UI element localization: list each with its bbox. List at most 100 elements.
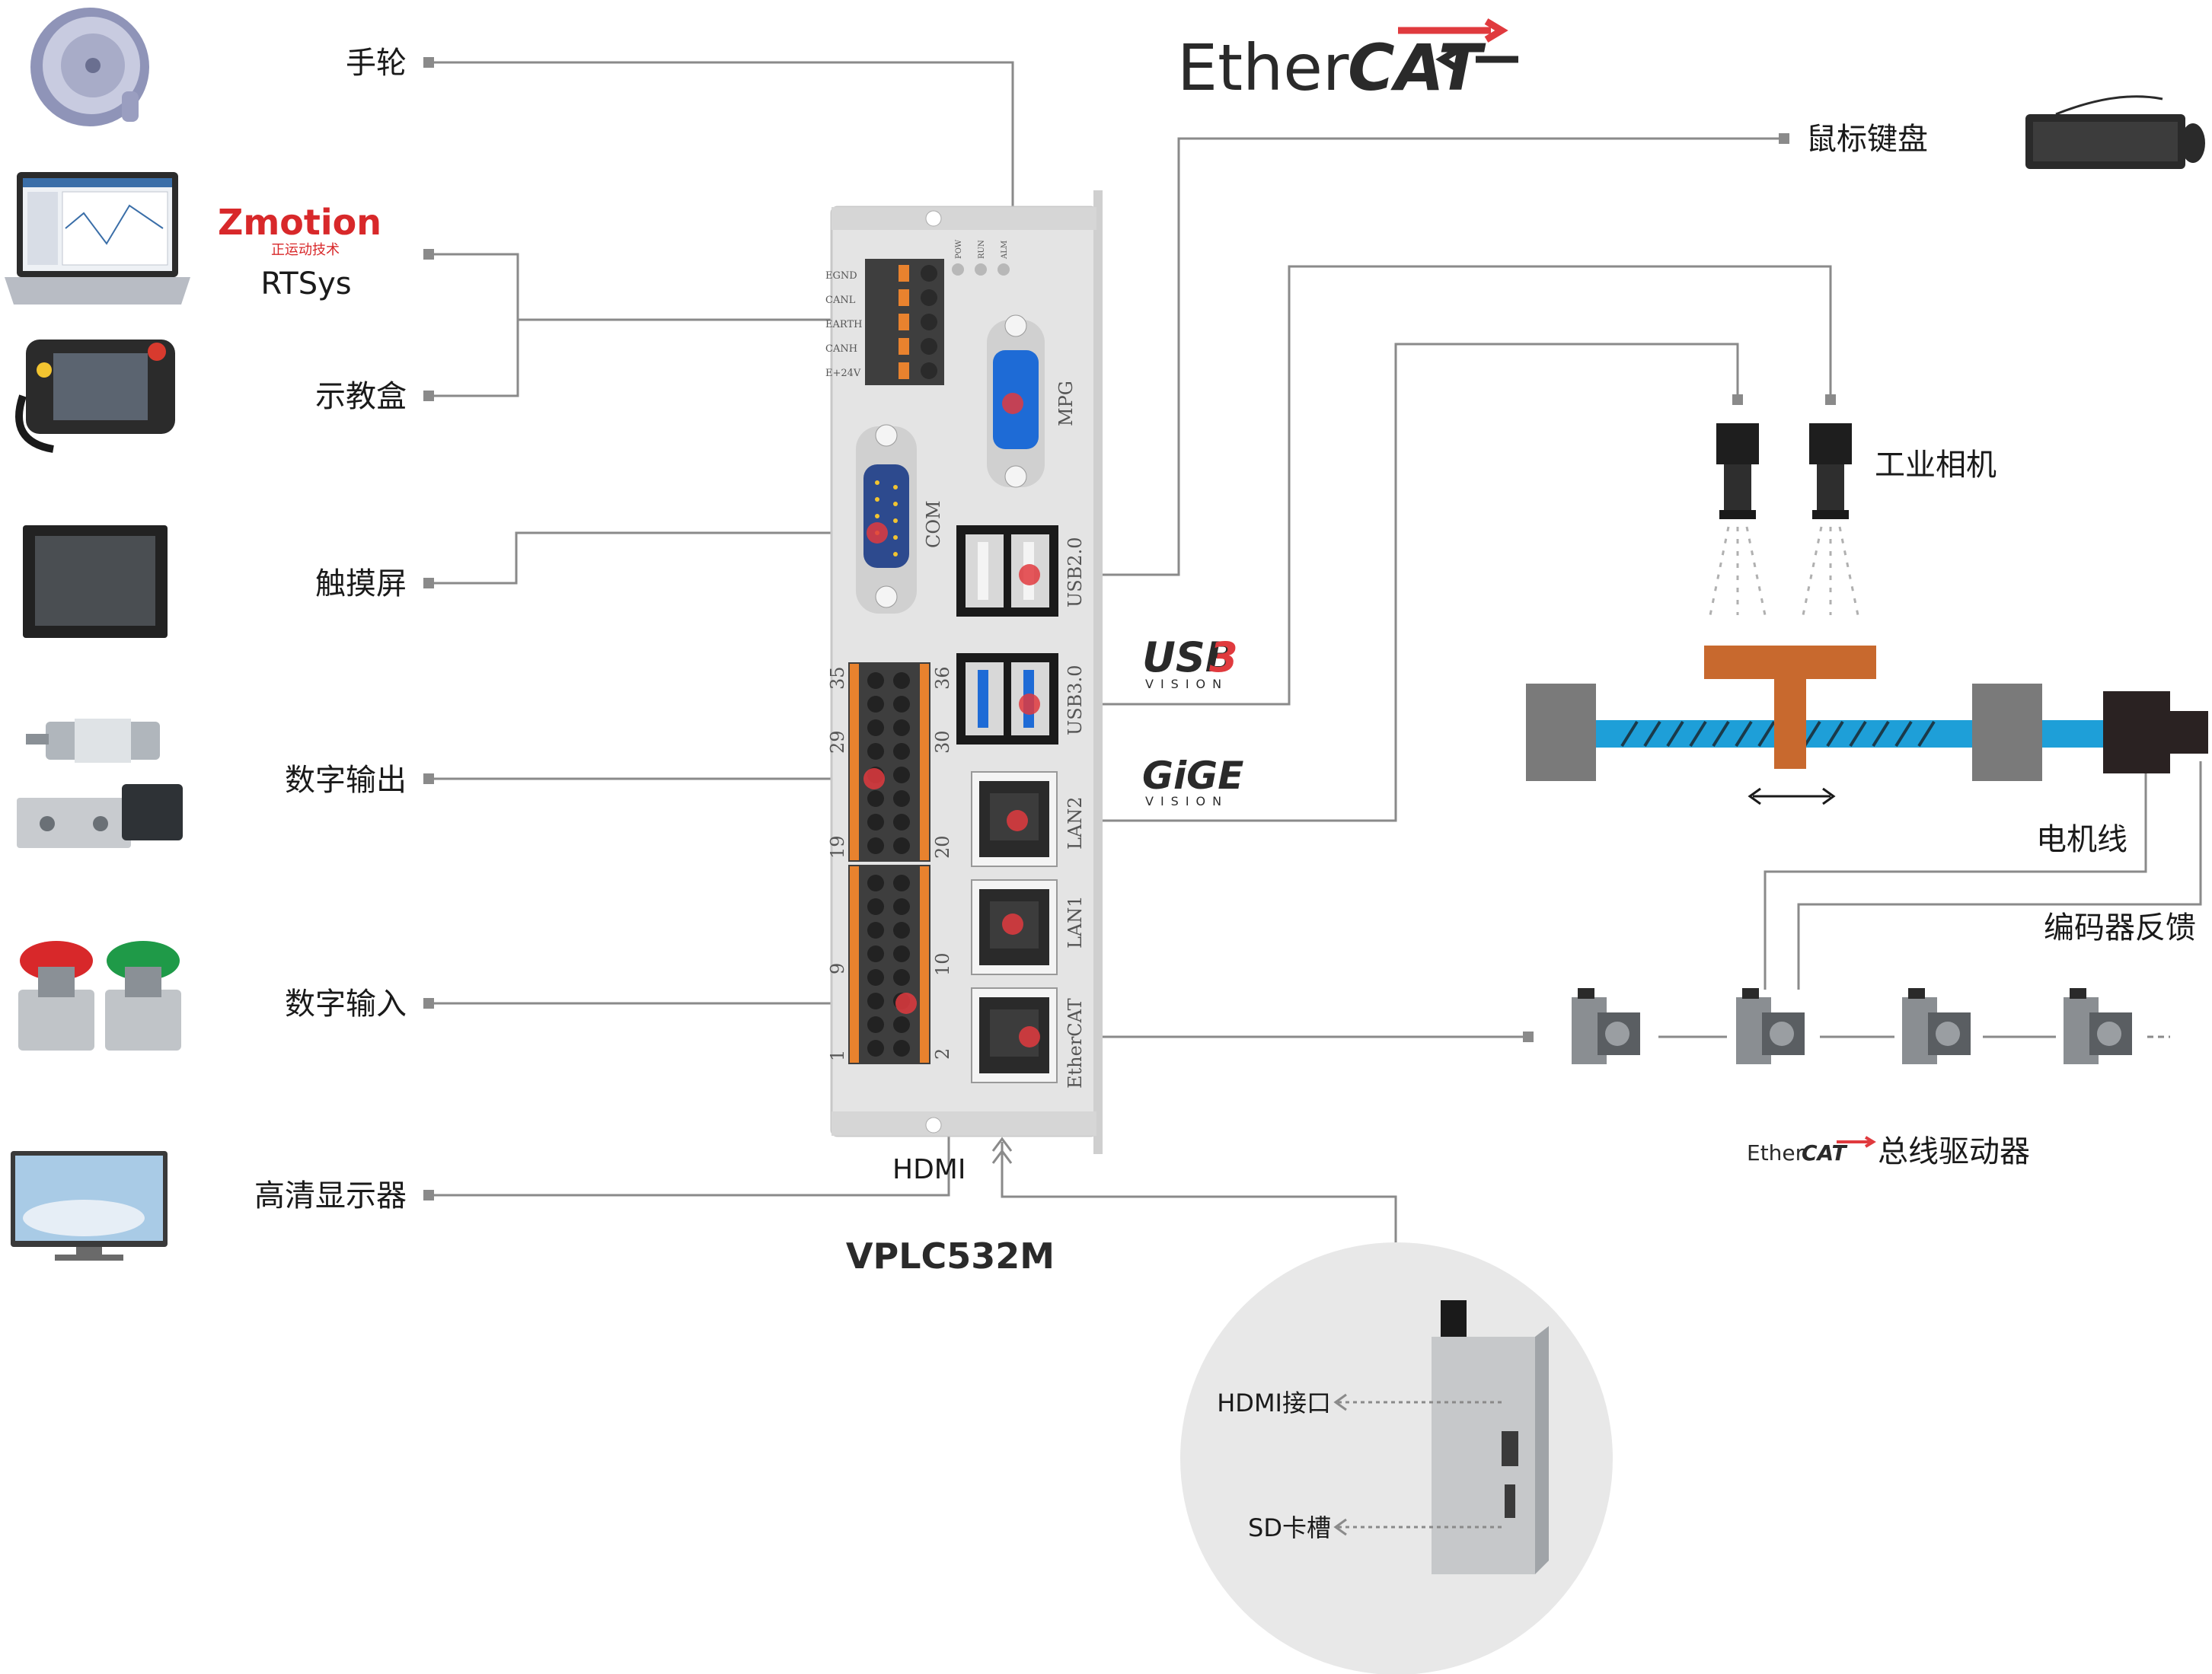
io-terminal-hole (867, 743, 884, 760)
io-number: 9 (827, 963, 848, 974)
double-arrow-icon (1748, 787, 1836, 805)
port-label-mpg: MPG (1055, 381, 1077, 426)
zmotion-logo: Zmotion 正运动技术 (218, 202, 381, 258)
servo-drive-icon (1736, 988, 1805, 1064)
io-terminal-hole (867, 790, 884, 807)
port-label-com: COM (923, 500, 944, 548)
io-terminal-hole (867, 696, 884, 713)
controller-vplc532m: EGND CANL EARTH CANH E+24V POW RUN ALM M… (825, 190, 1103, 1154)
io-number: 29 (827, 730, 848, 754)
io-terminal-hole (893, 945, 910, 962)
io-terminal-hole (893, 875, 910, 891)
io-number: 1 (827, 1050, 848, 1061)
label-handwheel: 手轮 (346, 46, 407, 81)
wire-motor (1764, 770, 2147, 990)
io-terminal-hole (867, 1016, 884, 1033)
usb3-logo-sub: VISION (1145, 677, 1228, 691)
label-digital-output: 数字输出 (285, 763, 407, 798)
zmotion-logo-sub: 正运动技术 (271, 242, 340, 258)
linear-axis-icon (1526, 646, 2208, 805)
handwheel-icon (30, 8, 149, 126)
io-terminal-hole (893, 1016, 910, 1033)
wire-usb3-camera (1029, 265, 1832, 706)
camera-rays (1709, 526, 1859, 616)
port-label-usb2: USB2.0 (1065, 537, 1086, 607)
io-terminal-hole (893, 767, 910, 783)
io-terminal-hole (893, 837, 910, 854)
gige-logo-sub: VISION (1145, 794, 1228, 808)
label-encoder-feedback: 编码器反馈 (2044, 910, 2196, 945)
io-terminal-hole (867, 993, 884, 1009)
io-terminal-hole (893, 922, 910, 939)
usb3-logo-text: USB (1142, 633, 1237, 681)
wire-mouse-keyboard (1029, 137, 1780, 576)
io-terminal-hole (867, 837, 884, 854)
servo-drive-icon (1902, 988, 1971, 1064)
gige-logo-text: GiGE (1142, 754, 1243, 798)
hdmi-port-detail (1502, 1431, 1518, 1466)
io-number: 35 (827, 666, 848, 690)
io-terminal-hole (893, 1040, 910, 1057)
io-terminal-hole (867, 1040, 884, 1057)
io-terminal-hole (893, 696, 910, 713)
io-terminal-hole (867, 922, 884, 939)
connection-wires (428, 61, 2202, 1250)
io-number: 2 (932, 1048, 953, 1060)
io-terminal-hole (893, 969, 910, 986)
wire-endpoints (423, 57, 1836, 1200)
io-terminal-hole (867, 898, 884, 915)
push-buttons-icon (18, 941, 181, 1051)
label-digital-input: 数字输入 (285, 987, 407, 1022)
io-number: 30 (932, 730, 953, 754)
arrow-left-icon (1333, 1518, 1347, 1536)
ethercat-logo-text-bold: CAT (1348, 30, 1486, 105)
mouse-icon (2181, 123, 2205, 163)
terminal-label: E+24V (825, 368, 861, 379)
label-hd-display: 高清显示器 (254, 1178, 407, 1213)
laptop-icon (5, 172, 190, 305)
io-terminal-hole (867, 969, 884, 986)
port-label-lan2: LAN2 (1065, 796, 1086, 850)
com-port (856, 424, 917, 614)
arrow-up-icon (991, 1149, 1013, 1164)
ethercat-logo-text: Ether (1177, 30, 1349, 105)
io-terminal-hole (893, 672, 910, 689)
arrow-up-icon (991, 1137, 1013, 1152)
wire-rtsys (428, 253, 519, 397)
io-number: 19 (827, 835, 848, 859)
wire-hdmi (428, 1125, 950, 1197)
servo-drive-icon (2064, 988, 2132, 1064)
port-label-lan1: LAN1 (1065, 895, 1086, 949)
terminal-label: CANH (825, 343, 857, 355)
led-label: ALM (1001, 241, 1009, 260)
detail-circle (1180, 1242, 1613, 1674)
io-number: 10 (932, 952, 953, 976)
controller-model: VPLC532M (846, 1236, 1055, 1277)
label-motor-cable: 电机线 (2036, 822, 2127, 857)
wire-touchscreen (428, 531, 877, 585)
ethercat-small-text-bold: CAT (1802, 1140, 1848, 1165)
label-teach-pendant: 示教盒 (315, 379, 407, 414)
zmotion-logo-text: Zmotion (218, 202, 381, 243)
terminal-label: EGND (825, 270, 857, 282)
wire-encoder (1797, 761, 2202, 990)
ethercat-small-text: Ether (1747, 1140, 1805, 1165)
io-terminal-hole (893, 790, 910, 807)
keyboard-icon (2025, 95, 2185, 169)
led-label: RUN (978, 240, 986, 259)
io-number: 36 (932, 666, 953, 690)
monitor-icon (11, 1151, 168, 1261)
touchscreen-icon (23, 525, 168, 638)
io-number: 20 (932, 835, 953, 859)
ethercat-small-logo: Ether CAT (1747, 1136, 1876, 1165)
usb3-logo-digit: 3 (1209, 633, 1238, 681)
servo-drive-icon (1572, 988, 1640, 1064)
teach-pendant-icon (15, 340, 175, 453)
wire-gige-camera (1017, 343, 1739, 822)
io-terminal-upper (848, 662, 930, 862)
label-hdmi: HDMI (892, 1154, 966, 1185)
sd-slot-detail (1505, 1484, 1515, 1518)
io-terminal-hole (867, 945, 884, 962)
terminal-label: EARTH (825, 319, 862, 330)
usb3-vision-logo: USB 3 VISION (1142, 633, 1238, 691)
